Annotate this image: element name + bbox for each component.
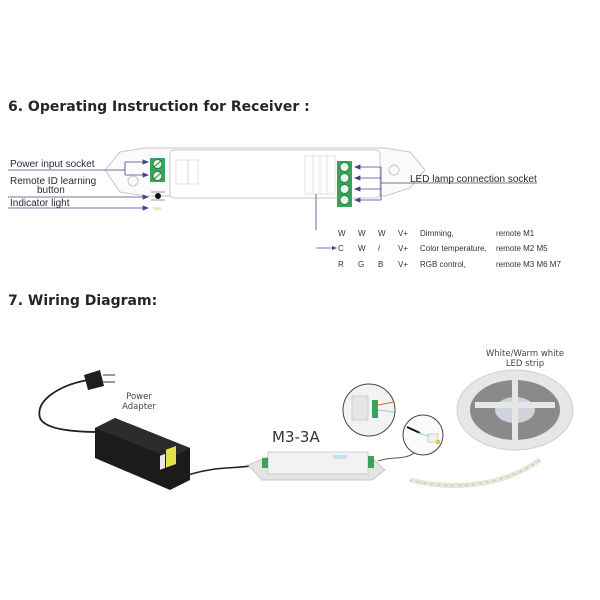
led-strip-caption: White/Warm white LED strip xyxy=(485,349,565,369)
label-remote-id-line2: button xyxy=(37,185,65,196)
label-indicator-light: Indicator light xyxy=(10,198,70,209)
indicator-light-icon xyxy=(153,207,161,210)
section-6-title: 6. Operating Instruction for Receiver : xyxy=(8,99,310,115)
led-strip xyxy=(409,457,542,488)
wiring-illustration xyxy=(38,369,574,490)
table-arrow xyxy=(316,246,337,250)
terminal-detail-circle xyxy=(342,383,396,437)
section-7-title: 7. Wiring Diagram: xyxy=(8,293,158,309)
receiver-diagram xyxy=(8,147,537,230)
power-input-terminal xyxy=(150,158,165,182)
label-remote-id-line1: Remote ID learning xyxy=(10,176,97,187)
led-output-terminal xyxy=(337,161,352,207)
left-pointer-lines xyxy=(8,159,150,211)
led-strip-reel-icon xyxy=(456,369,574,451)
m3-3a-controller-icon xyxy=(247,451,386,481)
strip-connection-detail-circle xyxy=(402,414,444,456)
controller-model-label: M3-3A xyxy=(272,428,320,446)
label-power-input-socket: Power input socket xyxy=(10,159,95,170)
power-adapter-caption: Power Adapter xyxy=(122,392,156,412)
learning-button-icon xyxy=(151,191,165,201)
label-led-lamp-socket: LED lamp connection socket xyxy=(410,174,537,185)
right-pointer-lines xyxy=(353,164,537,203)
power-adapter-icon xyxy=(95,418,190,490)
plug-icon xyxy=(84,370,115,390)
adapter-input-cable xyxy=(38,379,101,433)
